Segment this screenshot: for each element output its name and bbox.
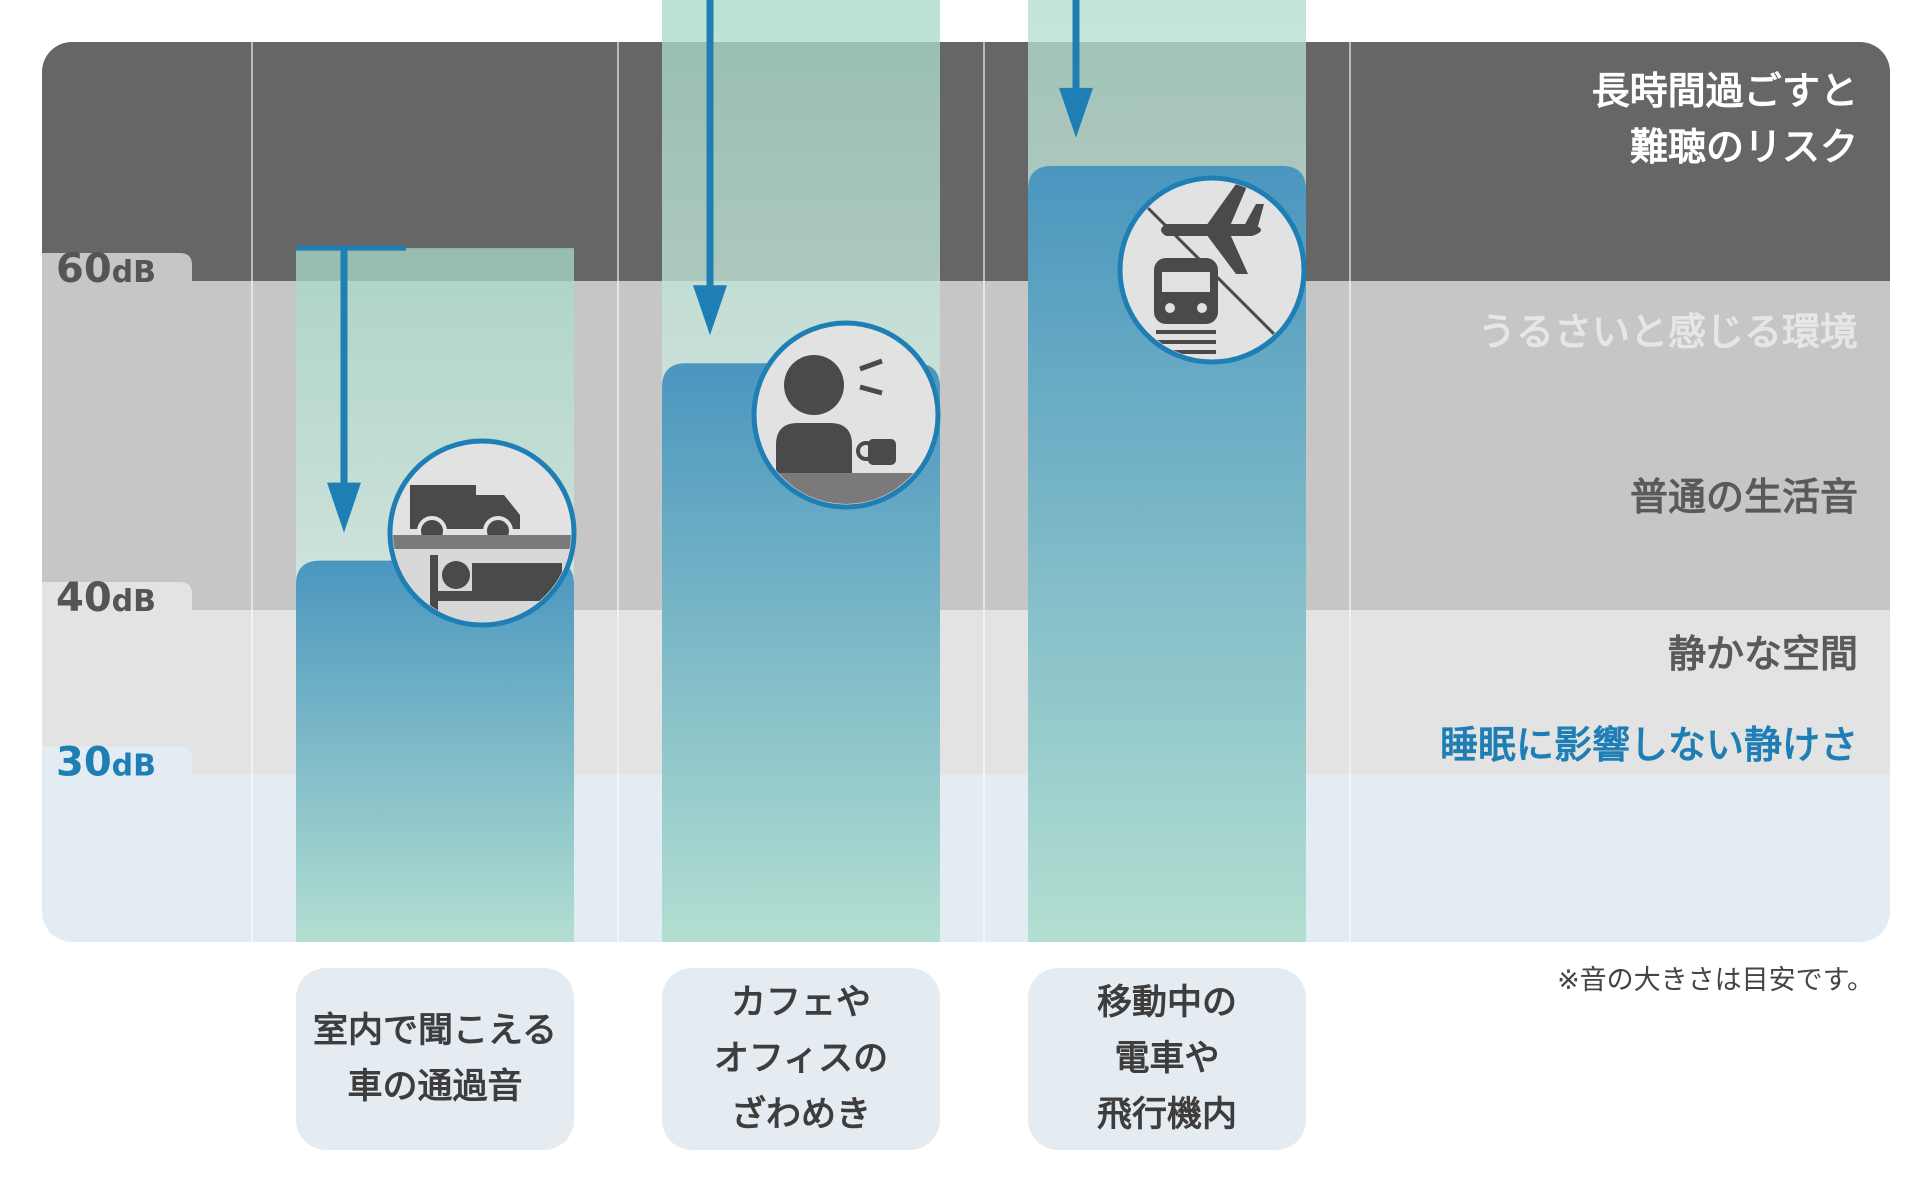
y-tick-label: 40dB	[56, 575, 156, 621]
train-light	[1197, 303, 1207, 313]
y-tick-label: 30dB	[56, 740, 156, 786]
cup-handle	[856, 441, 876, 461]
tick-tab	[42, 582, 192, 612]
icon-content	[393, 485, 571, 622]
person-body	[776, 423, 852, 473]
sleeper-body	[472, 563, 562, 591]
plane-wing	[1206, 184, 1248, 226]
footnote: ※音の大きさは目安です。	[1557, 965, 1874, 996]
reduction-arrow-head	[693, 285, 727, 336]
house-floor	[393, 535, 571, 549]
speech-line	[859, 384, 883, 396]
y-tick-label: 60dB	[56, 246, 156, 292]
truck-cab	[476, 495, 520, 529]
zone-label: 睡眠に影響しない静けさ	[1440, 723, 1858, 767]
category-label: 室内で聞こえる 車の通過音	[296, 968, 574, 1150]
zone-label: 長時間過ごすと	[1592, 69, 1858, 113]
train-and-airplane-icon	[1117, 175, 1307, 365]
zone-label: うるさいと感じる環境	[1478, 310, 1858, 354]
plane-fuselage	[1161, 224, 1261, 236]
category-label: カフェや オフィスの ざわめき	[662, 968, 940, 1150]
zone-label: 普通の生活音	[1630, 475, 1858, 519]
speech-line	[859, 358, 883, 372]
bed-frame	[430, 591, 570, 601]
zone-label: 静かな空間	[1668, 632, 1858, 676]
zone-label: 難聴のリスク	[1630, 125, 1858, 169]
plane-tail	[1244, 204, 1264, 226]
plane-wing	[1206, 234, 1248, 274]
reduction-arrow-head	[1059, 87, 1093, 138]
category-label: 移動中の 電車や 飛行機内	[1028, 968, 1306, 1150]
train-light	[1165, 303, 1175, 313]
reduction-arrow-head	[327, 482, 361, 533]
person-head	[784, 355, 844, 415]
divider-line	[1140, 200, 1282, 342]
reduced-bar	[662, 363, 940, 942]
truck-and-sleeping-person-icon	[387, 438, 577, 628]
zone-band	[42, 42, 1890, 281]
reduced-bar	[296, 560, 574, 942]
bed-head	[430, 555, 438, 611]
coffee-cup	[868, 439, 896, 465]
train-window	[1162, 272, 1210, 292]
talking-person-and-coffee-icon	[751, 320, 941, 510]
sleeper-head	[442, 561, 470, 589]
tick-tab	[42, 746, 192, 777]
tick-tab	[42, 253, 192, 283]
